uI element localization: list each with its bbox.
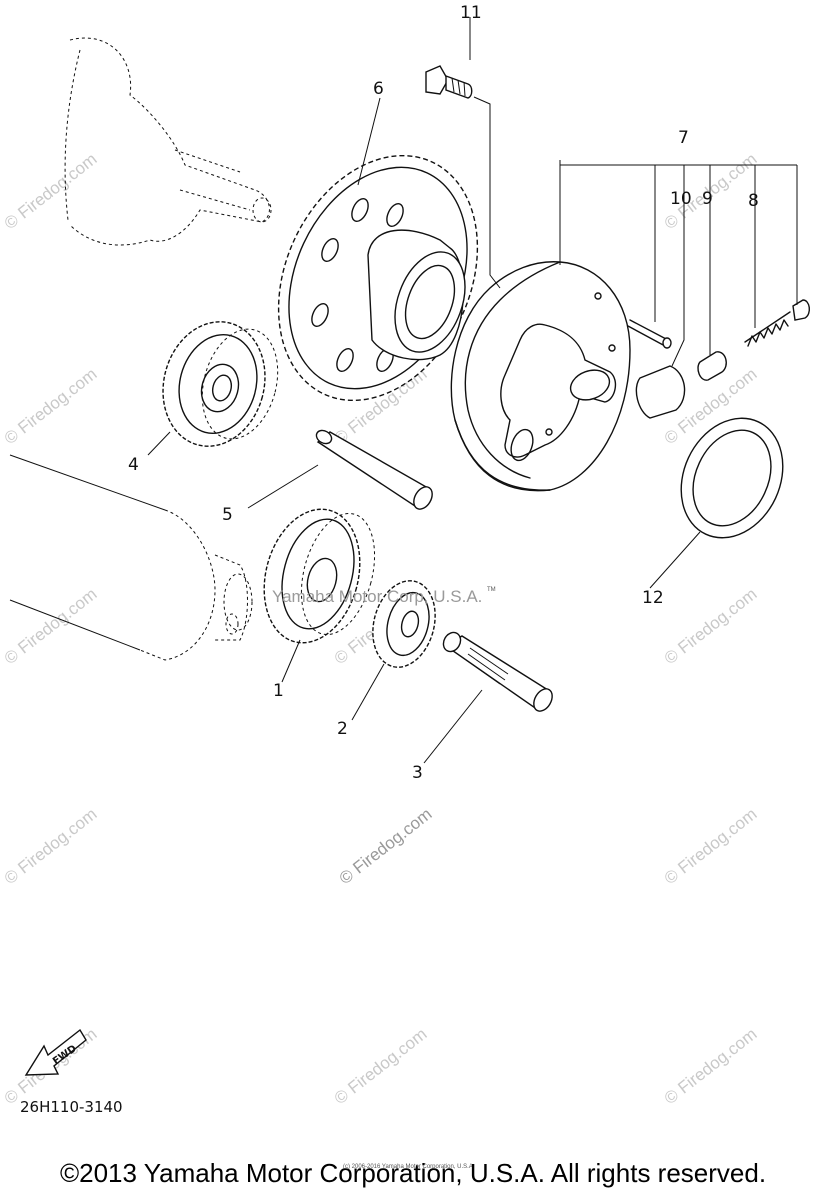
- firedog-watermark: © Firedog.com: [1, 804, 101, 888]
- label-part-3: 3: [412, 763, 423, 783]
- crankshaft-outline: [64, 37, 272, 246]
- firedog-watermark: © Firedog.com: [1, 364, 101, 448]
- label-part-12: 12: [642, 588, 664, 608]
- label-part-9: 9: [702, 189, 713, 209]
- firedog-watermark: © Firedog.com: [1, 584, 101, 668]
- part-5-shaft: [315, 429, 433, 510]
- label-part-5: 5: [222, 505, 233, 525]
- part-12-washer: [680, 417, 784, 539]
- part-11-bolt: [425, 65, 473, 99]
- part-1-gear: [263, 508, 376, 644]
- fine-print: (c) 2006-2016 Yamaha Motor Corporation, …: [343, 1164, 475, 1170]
- part-2-small-gear: [372, 580, 436, 668]
- firedog-watermark: © Firedog.com: [661, 804, 761, 888]
- part-7-starter-clutch: [450, 160, 631, 492]
- center-watermark: Yamaha Motor Corp, U.S.A.: [272, 587, 482, 606]
- diagram-code: 26H110-3140: [20, 1098, 123, 1116]
- part-9-roller: [697, 351, 727, 381]
- firedog-watermark: © Firedog.com: [1, 149, 101, 233]
- firedog-watermark: © Firedog.com: [661, 584, 761, 668]
- starter-motor-outline: [9, 454, 253, 661]
- copyright-footer: ©2013 Yamaha Motor Corporation, U.S.A. A…: [59, 1158, 767, 1188]
- label-part-4: 4: [128, 455, 139, 475]
- tm-mark: TM: [487, 587, 496, 593]
- label-part-6: 6: [373, 79, 384, 99]
- part-4-idler-gear: [162, 321, 279, 447]
- part-6-starter-wheel-gear: [277, 154, 479, 402]
- label-part-11: 11: [460, 3, 482, 23]
- label-part-2: 2: [337, 719, 348, 739]
- label-part-7: 7: [678, 128, 689, 148]
- firedog-watermark: © Firedog.com: [336, 804, 436, 888]
- firedog-watermark: © Firedog.com: [331, 1024, 431, 1108]
- firedog-watermark: © Firedog.com: [661, 1024, 761, 1108]
- part-10-pin: [627, 319, 686, 419]
- part-3-splined-shaft: [442, 631, 553, 712]
- label-part-8: 8: [748, 191, 759, 211]
- label-part-10: 10: [670, 189, 692, 209]
- leader-lines: [147, 17, 798, 764]
- label-part-1: 1: [273, 681, 284, 701]
- part-labels: 11 6 7 10 9 8 4 5 12 1 2 3: [128, 3, 759, 783]
